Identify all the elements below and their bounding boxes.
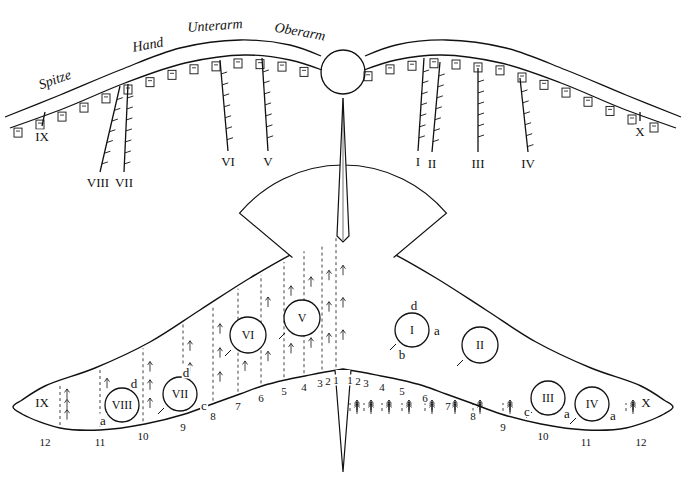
section-number: 7 <box>444 401 452 412</box>
feather-number: IX <box>34 396 50 409</box>
point-letter: a <box>609 409 617 422</box>
section-number: 9 <box>179 422 187 433</box>
point-letter: d <box>182 366 191 379</box>
feather-number: VI <box>242 329 255 341</box>
point-letter: a <box>99 414 107 427</box>
feather-number: III <box>471 157 486 170</box>
section-number: 6 <box>257 393 265 404</box>
point-letter: a <box>563 407 571 420</box>
section-number: 11 <box>94 437 107 448</box>
feather-number: V <box>262 155 273 168</box>
section-number: 7 <box>234 401 242 412</box>
point-letter: d <box>410 299 419 312</box>
feather-circle: V <box>282 298 322 338</box>
section-number: 4 <box>378 382 386 393</box>
section-number: 11 <box>580 437 593 448</box>
feather-number: VII <box>172 388 189 400</box>
feather-number: I <box>415 155 421 168</box>
section-number: 10 <box>137 431 150 442</box>
section-number: 5 <box>398 386 406 397</box>
feather-number: VIII <box>86 176 110 189</box>
feather-number: IV <box>520 157 536 170</box>
feather-number: I <box>410 324 414 336</box>
feather-number: IX <box>34 130 50 143</box>
section-number: 10 <box>537 431 550 442</box>
section-number: 1 <box>332 375 340 386</box>
feather-circle: III <box>529 379 567 417</box>
point-letter: c <box>523 405 531 418</box>
feather-circle: II <box>460 325 500 365</box>
section-number: 2 <box>354 376 362 387</box>
feather-circle: IV <box>573 385 611 423</box>
point-letter: c <box>200 399 208 412</box>
section-number: 5 <box>280 386 288 397</box>
feather-circle: I <box>393 311 431 349</box>
point-letter: d <box>130 377 139 390</box>
section-number: 9 <box>499 422 507 433</box>
section-number: 8 <box>469 411 477 422</box>
feather-number: X <box>640 396 651 409</box>
feather-number: III <box>542 392 554 404</box>
feather-circle: VIII <box>103 386 141 424</box>
feather-number: V <box>298 312 307 324</box>
part: Unterarm <box>186 17 244 35</box>
section-number: 2 <box>324 376 332 387</box>
feather-number: VIII <box>112 399 133 411</box>
point-letter: b <box>398 348 407 361</box>
feather-number: VII <box>114 176 134 189</box>
feather-number: II <box>476 339 484 351</box>
part: Oberarm <box>273 20 328 43</box>
section-number: 1 <box>346 375 354 386</box>
section-number: 12 <box>39 437 52 448</box>
section-number: 12 <box>635 437 648 448</box>
feather-number: VI <box>220 155 236 168</box>
feather-circle: VII <box>161 375 199 413</box>
section-number: 6 <box>421 393 429 404</box>
section-number: 3 <box>362 378 370 389</box>
feather-circle: VI <box>228 315 268 355</box>
part: Hand <box>130 35 165 55</box>
feather-number: IV <box>586 398 599 410</box>
part: Spitze <box>36 67 74 92</box>
feather-number: II <box>427 157 438 170</box>
section-number: 3 <box>316 378 324 389</box>
point-letter: a <box>433 324 441 337</box>
section-number: 4 <box>300 382 308 393</box>
feather-number: X <box>634 125 645 138</box>
section-number: 8 <box>209 411 217 422</box>
